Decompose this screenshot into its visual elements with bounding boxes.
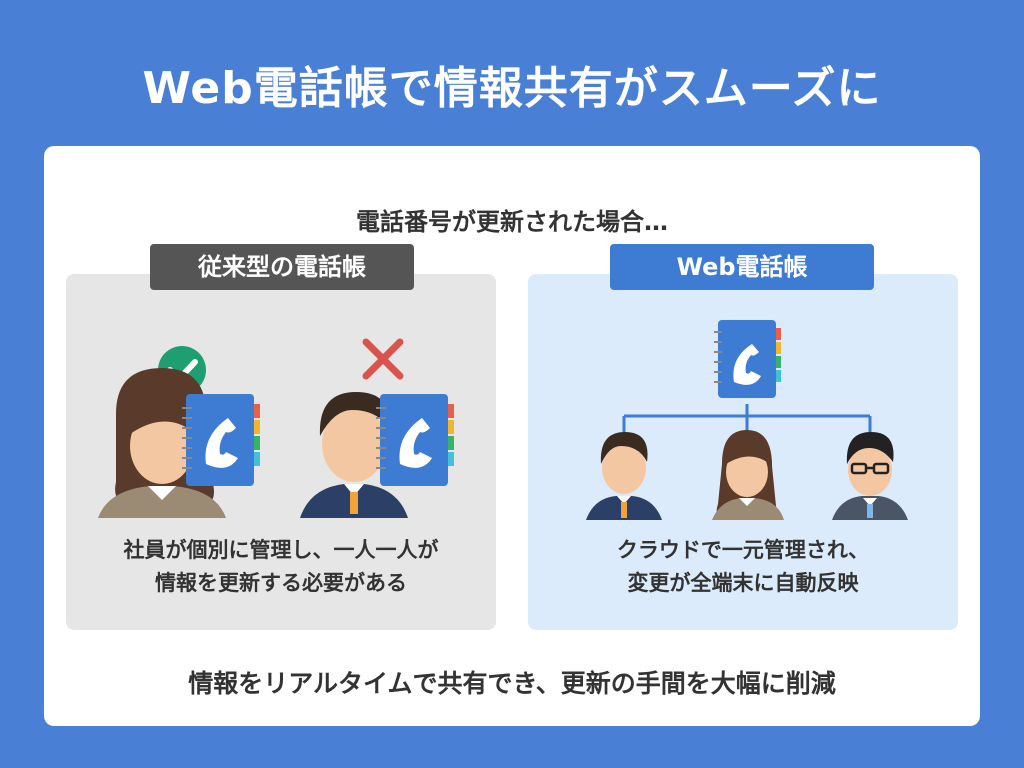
web-description-line2: 変更が全端末に自動反映 — [627, 571, 859, 595]
page-title: Web電話帳で情報共有がスムーズに — [142, 63, 882, 114]
man-avatar — [300, 392, 408, 518]
traditional-description-line1: 社員が個別に管理し、一人一人が — [123, 538, 439, 562]
woman-avatar — [712, 430, 784, 520]
man-avatar — [586, 432, 662, 520]
traditional-description: 社員が個別に管理し、一人一人が 情報を更新する必要がある — [66, 534, 496, 600]
glasses-man-avatar — [832, 432, 908, 520]
phonebook-icon — [182, 394, 260, 486]
web-description-line1: クラウドで一元管理され、 — [616, 538, 870, 562]
phonebook-icon — [376, 394, 454, 486]
traditional-illustration — [98, 320, 908, 520]
subtitle: 電話番号が更新された場合… — [356, 208, 668, 236]
content-card: 電話番号が更新された場合… 従来型の電話帳 Web電話帳 — [44, 146, 980, 726]
summary-text: 情報をリアルタイムで共有でき、更新の手間を大幅に削減 — [188, 669, 836, 698]
cross-icon — [362, 338, 404, 380]
traditional-description-line2: 情報を更新する必要がある — [155, 571, 407, 595]
cloud-phonebook-icon — [714, 320, 781, 398]
traditional-label: 従来型の電話帳 — [150, 244, 414, 290]
web-description: クラウドで一元管理され、 変更が全端末に自動反映 — [528, 534, 958, 600]
web-label: Web電話帳 — [610, 244, 874, 290]
